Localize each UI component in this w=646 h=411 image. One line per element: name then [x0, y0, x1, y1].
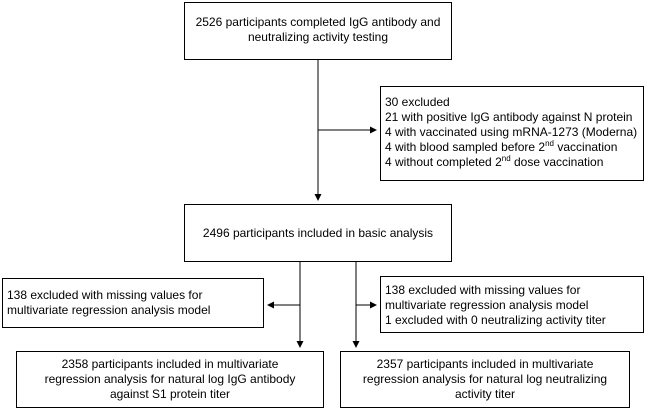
excluded-left-box: 138 excluded with missing values for mul…	[2, 278, 264, 328]
text-segment: dose vaccination	[510, 155, 604, 169]
screened-box: 2526 participants completed IgG antibody…	[184, 2, 452, 60]
final-neutralizing-box: 2357 participants included in multivaria…	[340, 351, 630, 408]
box-text-line: 30 excluded	[385, 95, 450, 109]
box-text-line: 2357 participants included in multivaria…	[376, 357, 594, 371]
box-text-line: 138 excluded with missing values for	[7, 288, 203, 302]
box-text-line: 138 excluded with missing values for	[385, 283, 581, 297]
excluded-first-box: 30 excluded 21 with positive IgG antibod…	[380, 86, 644, 181]
box-text-line: 4 with vaccinated using mRNA-1273 (Moder…	[385, 125, 638, 139]
box-text-line: neutralizing activity testing	[247, 30, 389, 44]
box-text-line: 2496 participants included in basic anal…	[202, 226, 434, 240]
box-text-line: multivariate regression analysis model	[385, 298, 589, 312]
box-text-line: 21 with positive IgG antibody against N …	[385, 110, 633, 124]
box-text-line: 2526 participants completed IgG antibody…	[195, 15, 441, 29]
superscript: nd	[545, 139, 555, 148]
final-igg-box: 2358 participants included in multivaria…	[16, 351, 324, 408]
box-text-line: 4 with blood sampled before 2nd vaccinat…	[385, 140, 643, 155]
box-text-line: multivariate regression analysis model	[7, 303, 211, 317]
box-text-line: regression analysis for natural log IgG …	[44, 372, 296, 386]
box-text-line: activity titer	[454, 387, 515, 401]
box-text-line: regression analysis for natural log neut…	[362, 372, 608, 386]
excluded-right-box: 138 excluded with missing values for mul…	[380, 276, 644, 333]
box-text-line: 1 excluded with 0 neutralizing activity …	[385, 313, 606, 327]
superscript: nd	[501, 154, 511, 163]
text-segment: 4 without completed 2	[385, 155, 502, 169]
box-text-line: 2358 participants included in multivaria…	[61, 357, 279, 371]
box-text-line: against S1 protein titer	[109, 387, 231, 401]
box-text-line: 4 without completed 2nd dose vaccination	[385, 155, 643, 170]
basic-analysis-box: 2496 participants included in basic anal…	[184, 204, 452, 262]
text-segment: 4 with blood sampled before 2	[385, 140, 546, 154]
text-segment: vaccination	[554, 140, 618, 154]
